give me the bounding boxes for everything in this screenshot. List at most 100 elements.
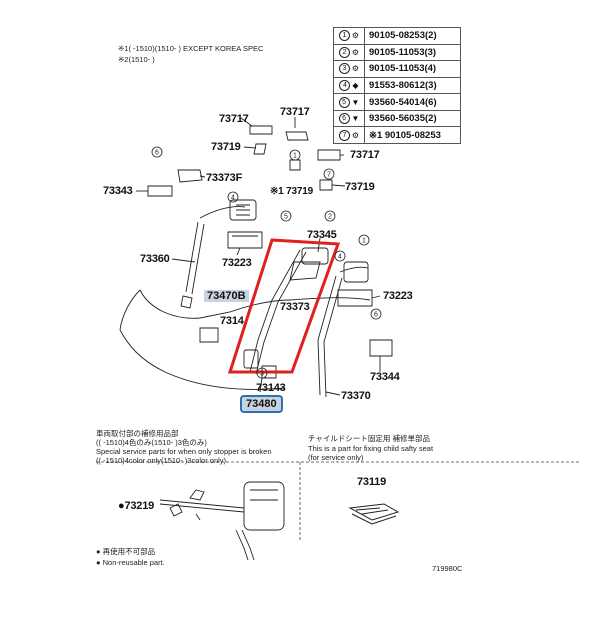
screw-icon: ▼ — [351, 114, 360, 124]
part-label-73370[interactable]: 73370 — [341, 390, 371, 402]
part-label-73143[interactable]: 73143 — [256, 382, 286, 394]
part-label-73470b[interactable]: 73470B — [204, 290, 249, 302]
callout: 6 — [374, 312, 378, 319]
callout: 5 — [284, 214, 288, 221]
legend-number: 7 — [338, 129, 350, 141]
left-belt-strap — [185, 221, 199, 293]
screw-icon: ▼ — [351, 97, 360, 107]
non-reusable-note-jp: ● 再使用不可部品 — [96, 547, 156, 556]
right-retractor — [343, 261, 369, 283]
seat-cushion-outline — [119, 329, 286, 390]
seat-side-outline — [119, 289, 141, 331]
part-label-73345[interactable]: 73345 — [307, 229, 337, 241]
non-reusable-note-en: ● Non-reusable part. — [96, 558, 165, 567]
part-label-73719[interactable]: ※1 73719 — [270, 186, 313, 197]
fastener-legend: 1⚙90105-08253(2) 2⚙90105-11053(3) 3⚙9010… — [333, 27, 461, 144]
legend-row[interactable]: 4◆91553-80612(3) — [333, 76, 461, 95]
center-guide — [289, 261, 321, 281]
clip-73719-right — [319, 179, 333, 191]
legend-number: 1 — [338, 30, 350, 42]
part-label-73480[interactable]: 73480 — [240, 395, 283, 413]
seat-back-outline — [139, 289, 291, 319]
part-label-73719[interactable]: 73719 — [345, 181, 375, 193]
callout: 6 — [155, 150, 159, 157]
part-label-73717[interactable]: 73717 — [350, 149, 380, 161]
part-label-73119[interactable]: 73119 — [357, 476, 386, 488]
guide-73373f — [177, 169, 203, 183]
callout: 1 — [362, 238, 366, 245]
child-seat-anchor-drawing — [348, 503, 400, 525]
bracket-73344 — [369, 339, 393, 357]
left-retractor-detail — [236, 204, 250, 216]
legend-number: 5 — [338, 96, 350, 108]
part-label-73223[interactable]: 73223 — [383, 290, 413, 302]
left-belt-upper — [199, 206, 246, 219]
legend-row[interactable]: 7⚙ ※1 90105-08253 — [333, 126, 461, 144]
bracket-73343 — [147, 185, 173, 197]
part-label-73719[interactable]: 73719 — [211, 141, 241, 153]
child-seat-note-en-2: (for service only) — [308, 453, 364, 462]
part-label-73223[interactable]: 73223 — [222, 257, 252, 269]
center-anchor — [261, 365, 277, 379]
legend-number: 2 — [338, 46, 350, 58]
service-part-stopper-drawing — [159, 481, 285, 561]
legend-number: 6 — [338, 113, 350, 125]
center-retractor — [301, 247, 329, 265]
left-belt-strap-edge — [191, 223, 205, 295]
child-seat-note-jp: チャイルドシート固定用 補修単部品 — [308, 434, 431, 443]
part-label-73344[interactable]: 73344 — [370, 371, 400, 383]
right-belt-strap — [317, 275, 337, 396]
callout: 4 — [338, 254, 342, 261]
left-anchor — [180, 295, 193, 309]
center-buckle — [243, 349, 259, 369]
seat-top-outline — [289, 297, 371, 301]
part-label-73373[interactable]: 73373 — [280, 301, 310, 313]
part-label-73717[interactable]: 73717 — [219, 113, 249, 125]
part-label-7314[interactable]: 7314 — [220, 315, 244, 327]
part-label-73219[interactable]: ●73219 — [118, 500, 155, 512]
legend-row[interactable]: 1⚙90105-08253(2) — [333, 27, 461, 45]
callout-numbers: 6 4 1 7 5 2 1 4 6 3 — [155, 150, 378, 378]
bracket-73470b — [199, 327, 219, 343]
special-parts-note-en-2: (( -1510)4color only(1510- )3color only) — [96, 456, 227, 465]
clip-center — [289, 159, 301, 171]
callout: 3 — [260, 371, 264, 378]
left-cover-73223 — [227, 231, 263, 249]
part-label-73717[interactable]: 73717 — [280, 106, 310, 118]
special-parts-note-en: Special service parts for when only stop… — [96, 447, 272, 456]
spec-note-1: ※1( -1510)(1510- ) EXCEPT KOREA SPEC — [118, 44, 264, 53]
special-parts-note-jp: 車両取付部の補修用品部 — [96, 429, 179, 438]
nut-icon: ◆ — [352, 80, 359, 90]
callout: 2 — [328, 214, 332, 221]
spec-note-2: ※2(1510- ) — [118, 55, 155, 64]
right-belt-upper — [339, 266, 369, 273]
right-cover-73223 — [337, 289, 373, 307]
callout: 1 — [293, 153, 297, 160]
bolt-icon: ⚙ — [351, 31, 360, 41]
bracket-73717-top — [285, 131, 309, 141]
legend-number: 4 — [339, 79, 351, 91]
callout: 4 — [231, 195, 235, 202]
center-belt-strap-edge — [255, 251, 307, 375]
bolt-icon: ⚙ — [351, 47, 360, 57]
bracket-73717-left — [249, 125, 273, 135]
bracket-73717-right — [317, 149, 341, 161]
part-label-73360[interactable]: 73360 — [140, 253, 170, 265]
part-label-73373f[interactable]: 73373F — [206, 172, 243, 184]
clip-73719-left — [253, 143, 267, 155]
center-belt-strap — [249, 249, 301, 373]
left-retractor — [229, 199, 257, 221]
bolt-icon: ⚙ — [351, 64, 360, 74]
legend-part-number: ※1 90105-08253 — [364, 126, 461, 144]
part-label-73343[interactable]: 73343 — [103, 185, 133, 197]
right-belt-strap-edge — [323, 277, 343, 398]
child-seat-note-en: This is a part for fixing child safty se… — [308, 444, 434, 453]
illustration-code: 719980C — [432, 564, 463, 573]
legend-number: 3 — [338, 63, 350, 75]
highlight-frame-red — [227, 238, 341, 374]
special-parts-note-jp-2: (( -1510)4色のみ(1510- )3色のみ) — [96, 438, 207, 447]
callout: 7 — [327, 172, 331, 179]
bolt-icon: ⚙ — [351, 130, 360, 140]
